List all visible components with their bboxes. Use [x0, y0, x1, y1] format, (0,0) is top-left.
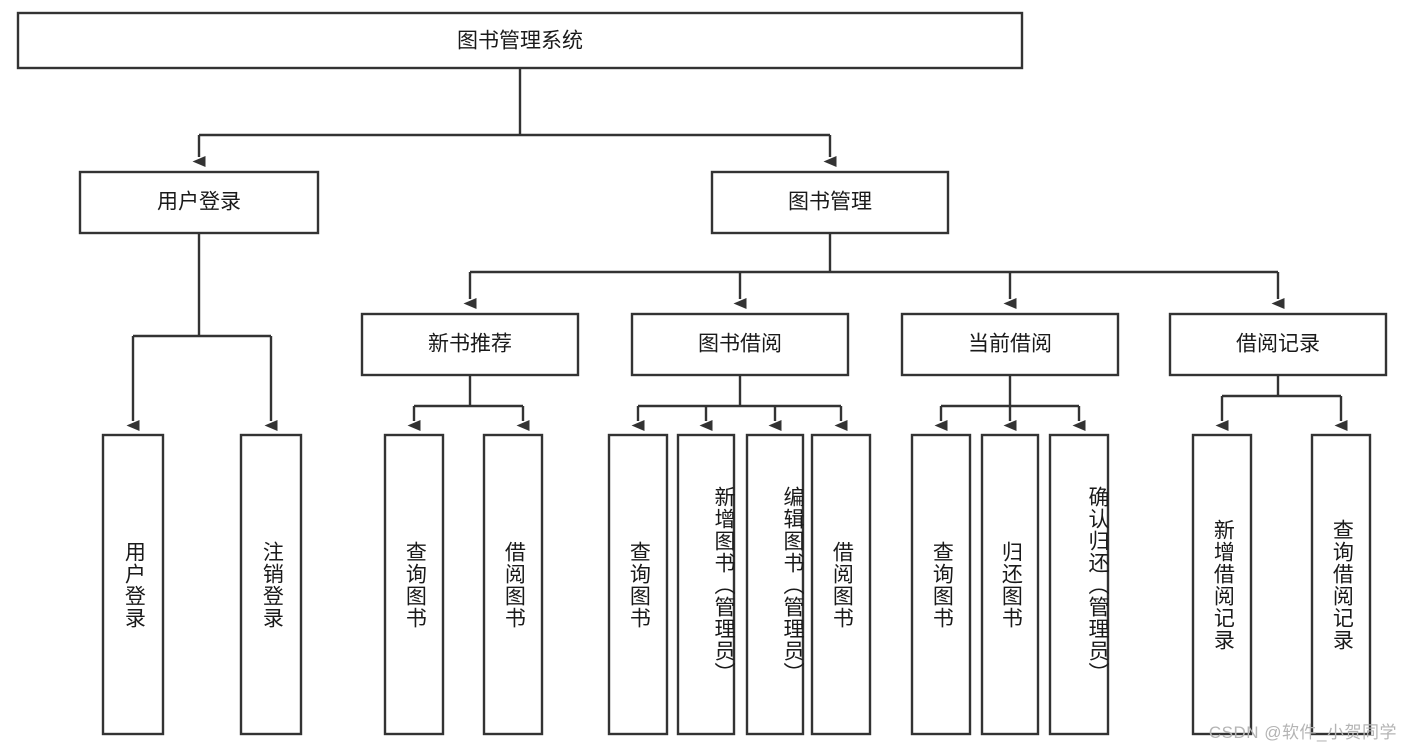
node-leaf-return-book[interactable] — [980, 433, 1040, 736]
node-root-label: 图书管理系统 — [457, 30, 583, 53]
node-borrow-record[interactable] — [1168, 312, 1388, 377]
node-leaf-add-record[interactable] — [1191, 433, 1253, 736]
node-leaf-logout-login[interactable] — [239, 433, 303, 736]
node-leaf-user-login[interactable] — [101, 433, 165, 736]
node-book-manage-label: 图书管理 — [788, 191, 872, 214]
node-leaf-query-book-2[interactable] — [607, 433, 669, 736]
node-leaf-borrow-book-2[interactable] — [810, 433, 872, 736]
csdn-watermark: CSDN @软件_小贺同学 — [1208, 723, 1397, 742]
node-user-login[interactable] — [78, 170, 320, 235]
node-leaf-edit-book[interactable] — [745, 433, 805, 736]
node-book-manage[interactable] — [710, 170, 950, 235]
node-current-borrow[interactable] — [900, 312, 1120, 377]
node-current-borrow-label: 当前借阅 — [968, 333, 1052, 356]
node-borrow-record-label: 借阅记录 — [1236, 333, 1320, 356]
node-leaf-query-book-1[interactable] — [383, 433, 445, 736]
node-leaf-borrow-book-1[interactable] — [482, 433, 544, 736]
connector-layer — [126, 68, 1348, 431]
node-layer: 图书管理系统 用户登录 图书管理 新书推荐 图书借阅 当前借阅 借阅记录 — [16, 11, 1388, 736]
node-book-borrow-label: 图书借阅 — [698, 333, 782, 356]
node-leaf-confirm-return[interactable] — [1048, 433, 1110, 736]
node-new-book-recommend[interactable] — [360, 312, 580, 377]
node-leaf-query-record[interactable] — [1310, 433, 1372, 736]
node-new-book-recommend-label: 新书推荐 — [428, 333, 512, 356]
node-leaf-query-book-3[interactable] — [910, 433, 972, 736]
node-root[interactable] — [16, 11, 1024, 70]
node-leaf-add-book[interactable] — [676, 433, 736, 736]
node-user-login-label: 用户登录 — [157, 191, 241, 214]
node-book-borrow[interactable] — [630, 312, 850, 377]
